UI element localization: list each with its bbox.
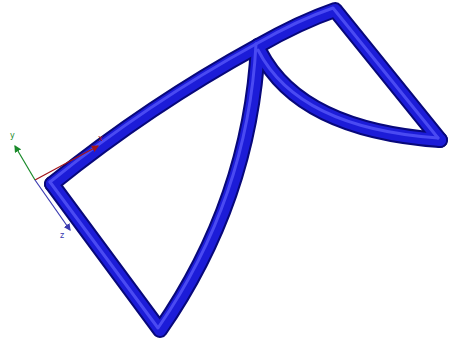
tube-outline xyxy=(50,8,440,330)
axis-triad xyxy=(15,146,98,230)
axis-label: x xyxy=(98,135,103,143)
axis-label: z xyxy=(60,232,64,240)
axis-label: y xyxy=(10,132,15,140)
